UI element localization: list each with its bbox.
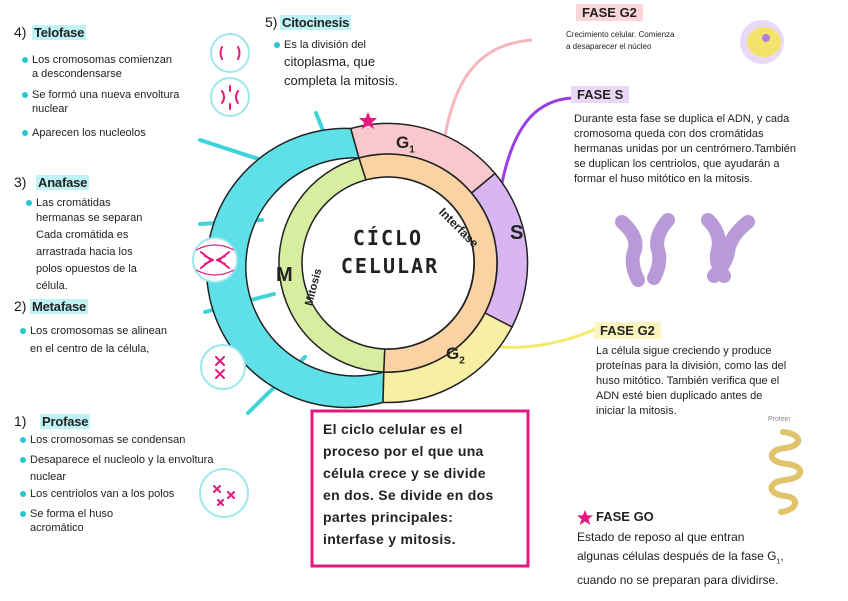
g0-text: Estado de reposo al que entran algunas c… [577, 528, 847, 590]
profase-title: Profase [40, 414, 90, 429]
g2-label: G2 [446, 344, 465, 366]
anafase-bullet-1: Las cromátidas [36, 196, 111, 210]
g2-line-5: iniciar la mitosis. [596, 404, 846, 419]
telofase-title: Telofase [32, 25, 86, 40]
profase-bullet-1: Los cromosomas se condensan [30, 433, 185, 447]
telofase-line-4: nuclear [32, 102, 68, 116]
summary-line-6: interfase y mitosis. [323, 528, 523, 550]
citocinesis-text: Es la división del citoplasma, que compl… [284, 38, 424, 90]
telofase-number: 4) [14, 24, 26, 40]
g2-text: La célula sigue creciendo y produce prot… [596, 344, 846, 419]
s-line-1: Durante esta fase se duplica el ADN, y c… [574, 112, 844, 127]
citocinesis-line-1: Es la división del [284, 38, 424, 52]
g1-label: G1 [396, 133, 415, 155]
g2-line-3: huso mitótico. También verifica que el [596, 374, 846, 389]
g2-title: FASE G2 [594, 322, 661, 339]
s-line-3: hermanas unidas por un centrómero.Tambié… [574, 142, 844, 157]
anafase-title: Anafase [36, 175, 89, 190]
profase-bullet-3: Los centriolos van a los polos [30, 487, 174, 501]
profase-line-3: nuclear [30, 470, 66, 484]
anafase-line-3: Cada cromátida es [36, 228, 128, 242]
g2-top-line-1: Crecimiento celular. Comienza [566, 29, 675, 41]
citocinesis-title: Citocinesis [280, 15, 351, 30]
g0-line-2: algunas células después de la fase G1, [577, 547, 847, 571]
cell-yellow-icon [740, 20, 784, 64]
summary-line-4: en dos. Se divide en dos [323, 484, 523, 506]
m-label: M [276, 264, 293, 287]
g2-line-4: ADN esté bien duplicado antes de [596, 389, 846, 404]
g2-top-line-2: a desaparecer el núcleo [566, 41, 675, 53]
metafase-line-2: en el centro de la célula, [30, 342, 149, 356]
cycle-title-line2: CELULAR [322, 254, 458, 278]
anafase-line-5: polos opuestos de la [36, 262, 137, 276]
g0-line-3: cuando no se preparan para dividirse. [577, 571, 847, 590]
connector-s [502, 98, 572, 183]
profase-line-6: acromático [30, 521, 84, 535]
s-text: Durante esta fase se duplica el ADN, y c… [574, 112, 844, 187]
g2-line-1: La célula sigue creciendo y produce [596, 344, 846, 359]
g2-top-text: Crecimiento celular. Comienza a desapare… [566, 29, 675, 53]
summary-line-3: célula crece y se divide [323, 462, 523, 484]
profase-bullet-4: Se forma el huso [30, 507, 113, 521]
s-label: S [510, 222, 523, 245]
s-line-2: cromosoma queda con dos cromátidas [574, 127, 844, 142]
g2-top-title: FASE G2 [576, 4, 643, 21]
profase-number: 1) [14, 413, 26, 429]
protein-icon [772, 432, 801, 512]
g2-line-2: proteínas para la división, como las del [596, 359, 846, 374]
anafase-number: 3) [14, 174, 26, 190]
metafase-number: 2) [14, 298, 26, 314]
metafase-bullet-1: Los cromosomas se alinean [30, 324, 167, 338]
summary-line-2: proceso por el que una [323, 440, 523, 462]
s-title: FASE S [571, 86, 629, 103]
telofase-line-2: a descondensarse [32, 67, 122, 81]
telofase-bullet-1: Los cromosomas comienzan [32, 53, 172, 67]
summary-line-1: El ciclo celular es el [323, 418, 523, 440]
chromosome-icon [622, 220, 748, 280]
g0-star-icon [577, 510, 593, 525]
s-line-4: se duplican los centriolos, que ayudarán… [574, 157, 844, 172]
anafase-line-6: célula. [36, 279, 68, 293]
summary-line-5: partes principales: [323, 506, 523, 528]
protein-label: Protein [768, 416, 790, 423]
g0-title: FASE GO [596, 509, 654, 524]
telofase-bullet-2: Se formó una nueva envoltura [32, 88, 179, 102]
metafase-title: Metafase [30, 299, 88, 314]
summary-box: El ciclo celular es el proceso por el qu… [323, 418, 523, 550]
citocinesis-number: 5) [265, 14, 277, 30]
g0-line-1: Estado de reposo al que entran [577, 528, 847, 547]
telofase-bullet-3: Aparecen los nucleolos [32, 126, 146, 140]
anafase-line-2: hermanas se separan [36, 211, 142, 225]
profase-bullet-2: Desaparece el nucleolo y la envoltura [30, 453, 213, 467]
citocinesis-line-3: completa la mitosis. [284, 71, 424, 90]
anafase-line-4: arrastrada hacia los [36, 245, 133, 259]
cycle-title-line1: CÍCLO [338, 226, 438, 250]
citocinesis-line-2: citoplasma, que [284, 52, 424, 71]
s-line-5: formar el huso mitótico en la mitosis. [574, 172, 844, 187]
